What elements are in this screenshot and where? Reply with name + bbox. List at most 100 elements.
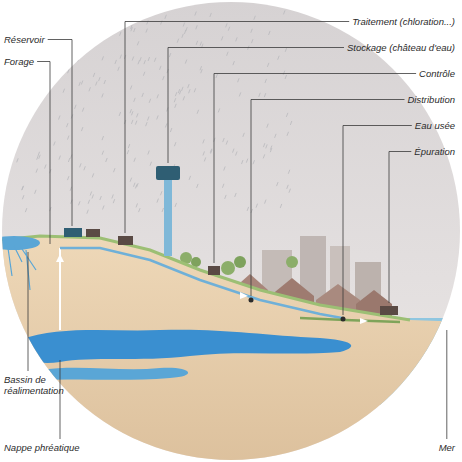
raindrop [22, 186, 24, 190]
raindrop [256, 204, 258, 208]
raindrop [154, 58, 156, 62]
raindrop [102, 136, 104, 140]
raindrop [161, 21, 163, 25]
raindrop [169, 53, 171, 57]
raindrop [138, 60, 140, 64]
raindrop [0, 107, 1, 111]
wastewater-point [341, 317, 346, 322]
raindrop [264, 93, 266, 97]
raindrop [239, 92, 241, 96]
raindrop [269, 31, 271, 35]
raindrop [36, 88, 38, 92]
raindrop [124, 120, 126, 124]
raindrop [48, 10, 50, 14]
raindrop [73, 59, 75, 63]
distribution-point [249, 298, 254, 303]
raindrop [136, 203, 138, 207]
callout-label: Stockage (château d'eau) [347, 42, 455, 53]
raindrop [148, 151, 150, 155]
callout-label: Épuration [414, 146, 455, 157]
raindrop [67, 123, 69, 127]
raindrop [23, 14, 25, 18]
raindrop [7, 130, 9, 134]
raindrop [14, 84, 16, 88]
raindrop [132, 57, 134, 61]
raindrop [147, 117, 149, 121]
raindrop [99, 77, 101, 81]
callout-label: Bassin de réalimentation [4, 374, 86, 396]
raindrop [243, 133, 245, 137]
raindrop [71, 114, 73, 118]
raindrop [71, 154, 73, 158]
raindrop [24, 52, 26, 56]
raindrop [93, 14, 95, 18]
raindrop [137, 183, 139, 187]
sewer-pipe [300, 318, 400, 322]
raindrop [78, 57, 80, 61]
callout-label: Mer [439, 442, 455, 453]
raindrop [165, 123, 167, 127]
raindrop [7, 109, 9, 113]
raindrop [116, 16, 118, 20]
raindrop [32, 76, 34, 80]
raindrop [177, 39, 179, 43]
raindrop [1, 82, 3, 86]
infiltration [8, 246, 36, 290]
raindrop [200, 66, 202, 70]
raindrop [194, 88, 196, 92]
raindrop [130, 85, 132, 89]
raindrop [137, 113, 139, 117]
raindrop [87, 210, 89, 214]
raindrop [253, 160, 255, 164]
raindrop [157, 94, 159, 98]
rain [0, 10, 292, 214]
raindrop [267, 63, 269, 67]
raindrop [118, 67, 120, 71]
raindrop [233, 61, 235, 65]
raindrop [93, 73, 95, 77]
raindrop [26, 99, 28, 103]
raindrop [38, 152, 40, 156]
raindrop [287, 185, 289, 189]
raindrop [81, 81, 83, 85]
raindrop [210, 13, 212, 17]
raindrop [175, 92, 177, 96]
raindrop [95, 42, 97, 46]
raindrop [113, 199, 115, 203]
leader-line [251, 100, 405, 297]
raindrop [224, 166, 226, 170]
raindrop [131, 27, 133, 31]
raindrop [75, 105, 77, 109]
raindrop [189, 176, 191, 180]
raindrop [251, 29, 253, 33]
raindrop [82, 108, 84, 112]
raindrop [67, 136, 69, 140]
raindrop [147, 20, 149, 24]
raindrop [51, 20, 53, 24]
raindrop [84, 166, 86, 170]
raindrop [23, 24, 25, 28]
ground [0, 236, 462, 462]
raindrop [254, 16, 256, 20]
callout-label: Contrôle [419, 68, 455, 79]
raindrop [183, 23, 185, 27]
leader-line [60, 360, 61, 439]
raindrop [167, 107, 169, 111]
raindrop [59, 116, 61, 120]
raindrop [275, 134, 277, 138]
raindrop [146, 122, 148, 126]
raindrop [50, 169, 52, 173]
raindrop [0, 206, 1, 210]
raindrop [88, 200, 90, 204]
raindrop [182, 87, 184, 91]
raindrop [133, 183, 135, 187]
raindrop [226, 23, 228, 27]
raindrop [25, 71, 27, 75]
raindrop [149, 99, 151, 103]
raindrop [103, 205, 105, 209]
raindrop [204, 157, 206, 161]
raindrop [50, 207, 52, 211]
raindrop [146, 29, 148, 33]
raindrop [226, 141, 228, 145]
